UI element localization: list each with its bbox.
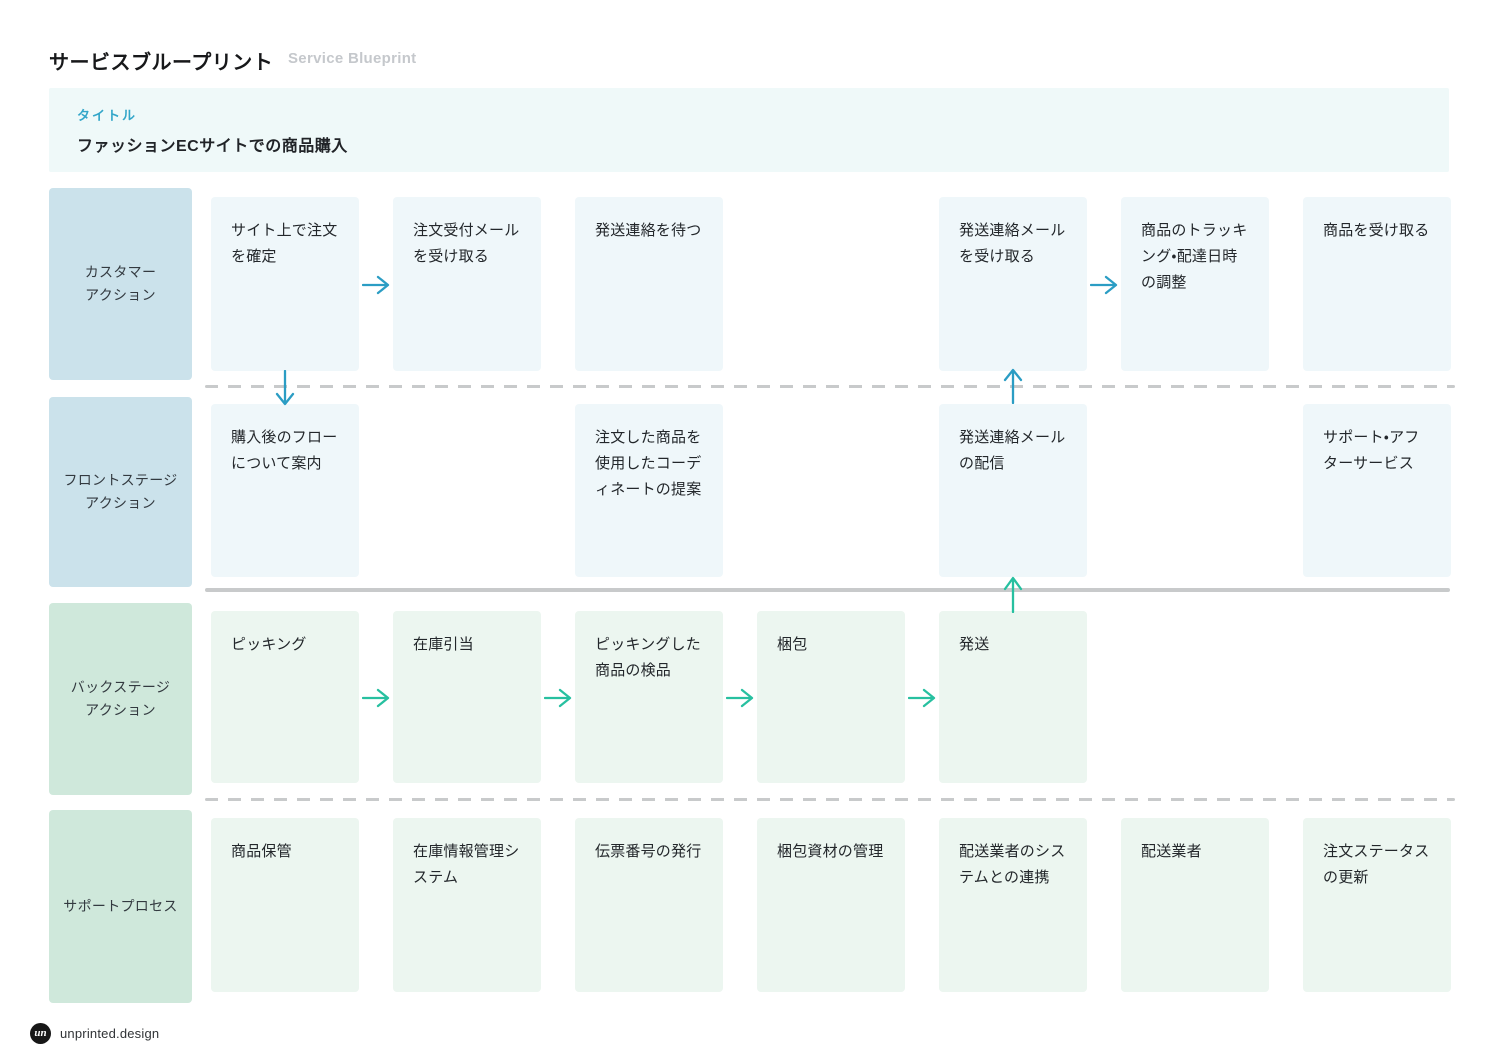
- blueprint-card: 配送業者のシステムとの連携: [939, 818, 1087, 992]
- line-of-internal-interaction-dashed-divider: [205, 798, 1455, 801]
- page-title: サービスブループリント: [49, 52, 274, 74]
- title-card-value: ファッションECサイトでの商品購入: [77, 138, 348, 155]
- unprinted-logo-icon: un: [30, 1023, 51, 1044]
- arrow-right-icon: [1090, 274, 1118, 296]
- brand: un unprinted.design: [30, 1023, 159, 1044]
- blueprint-card: サイト上で注文を確定: [211, 197, 359, 371]
- blueprint-card: 在庫引当: [393, 611, 541, 783]
- arrow-right-icon: [362, 687, 390, 709]
- page-subtitle: Service Blueprint: [288, 50, 417, 67]
- lane-label-backstage-action: バックステージ アクション: [49, 603, 192, 795]
- line-of-interaction-dashed-divider: [205, 385, 1455, 388]
- blueprint-card: 商品保管: [211, 818, 359, 992]
- lane-label-frontstage-action: フロントステージ アクション: [49, 397, 192, 587]
- arrow-up-icon: [1002, 575, 1024, 613]
- blueprint-card: ピッキングした商品の検品: [575, 611, 723, 783]
- arrow-down-icon: [274, 370, 296, 406]
- blueprint-card: サポート・アフターサービス: [1303, 404, 1451, 577]
- title-card: タイトル ファッションECサイトでの商品購入: [49, 88, 1449, 172]
- arrow-up-icon: [1002, 367, 1024, 404]
- arrow-right-icon: [908, 687, 936, 709]
- blueprint-card: 発送連絡メールの配信: [939, 404, 1087, 577]
- blueprint-card: 商品のトラッキング・配達日時の調整: [1121, 197, 1269, 371]
- brand-name: unprinted.design: [60, 1026, 160, 1041]
- arrow-right-icon: [544, 687, 572, 709]
- arrow-right-icon: [726, 687, 754, 709]
- blueprint-card: 発送連絡メールを受け取る: [939, 197, 1087, 371]
- blueprint-card: 発送連絡を待つ: [575, 197, 723, 371]
- title-card-label: タイトル: [77, 108, 138, 123]
- blueprint-card: 発送: [939, 611, 1087, 783]
- blueprint-card: 商品を受け取る: [1303, 197, 1451, 371]
- arrow-right-icon: [362, 274, 390, 296]
- blueprint-card: 伝票番号の発行: [575, 818, 723, 992]
- blueprint-card: 梱包資材の管理: [757, 818, 905, 992]
- blueprint-card: 在庫情報管理システム: [393, 818, 541, 992]
- blueprint-card: 注文受付メールを受け取る: [393, 197, 541, 371]
- lane-label-customer-action: カスタマー アクション: [49, 188, 192, 380]
- blueprint-card: ピッキング: [211, 611, 359, 783]
- blueprint-card: 配送業者: [1121, 818, 1269, 992]
- blueprint-card: 購入後のフローについて案内: [211, 404, 359, 577]
- blueprint-card: 梱包: [757, 611, 905, 783]
- blueprint-card: 注文ステータスの更新: [1303, 818, 1451, 992]
- lane-label-support-process: サポートプロセス: [49, 810, 192, 1003]
- blueprint-card: 注文した商品を使用したコーディネートの提案: [575, 404, 723, 577]
- line-of-visibility-solid-divider: [205, 588, 1450, 592]
